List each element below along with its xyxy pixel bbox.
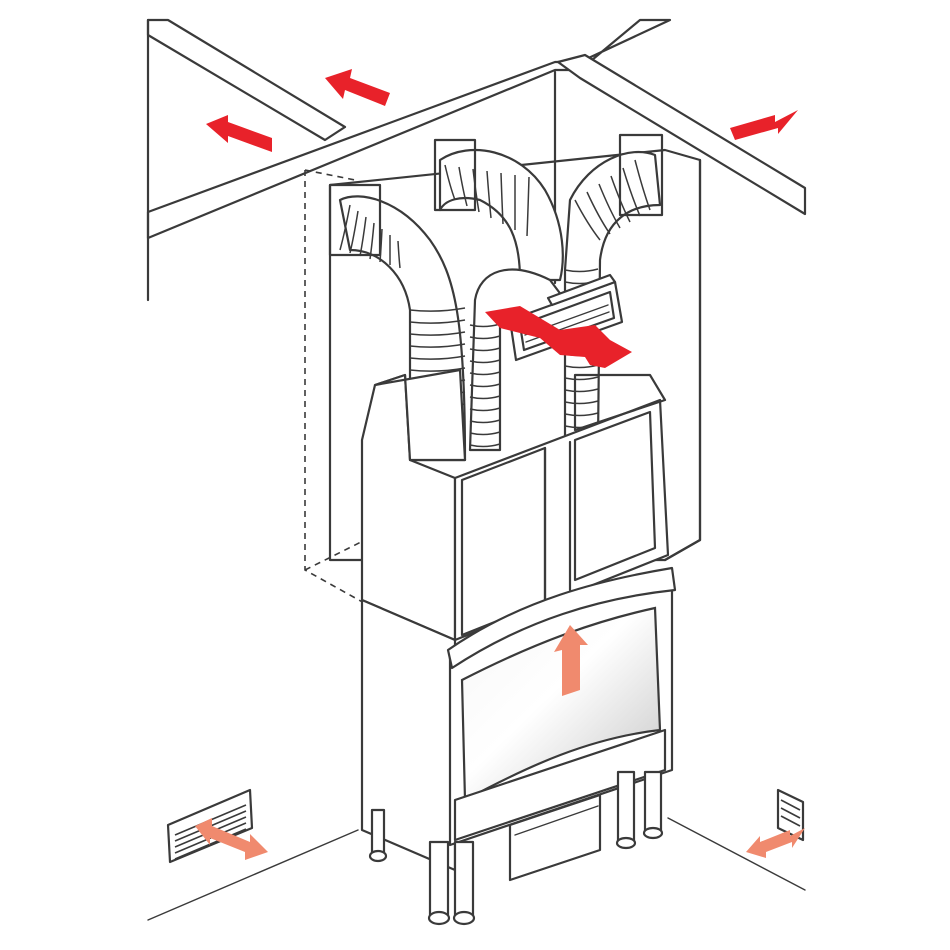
ceiling-arrow-mid: [325, 69, 390, 106]
duct-plate-left: [328, 183, 382, 257]
inlet-arrow-left: [195, 818, 268, 860]
duct-rib: [469, 419, 501, 424]
duct-rib: [564, 388, 599, 393]
grille-bar: [174, 828, 247, 860]
duct-rib: [564, 376, 599, 381]
inlet-arrow-right: [746, 828, 805, 858]
hood-door-right: [573, 410, 657, 582]
duct-rib: [500, 172, 504, 225]
fireplace-body: [360, 566, 677, 882]
duct-rib: [469, 335, 501, 340]
air-flow-arrows: [195, 69, 805, 860]
ceiling-beam-right: [556, 53, 807, 216]
duct-rib: [564, 268, 599, 273]
fireplace-legs: [368, 770, 664, 926]
fireplace-firebox-glass: [460, 606, 662, 802]
duct-rib: [526, 176, 530, 237]
duct-rib: [349, 210, 359, 254]
duct-plate-right: [618, 133, 664, 217]
leg-front-right: [616, 770, 636, 844]
firebox-base: [453, 728, 667, 842]
outlet-arrow: [485, 306, 632, 368]
ceiling-beam-left-back: [146, 18, 347, 142]
duct-rib: [397, 240, 401, 269]
duct-rib: [409, 331, 466, 336]
duct-rib: [458, 166, 468, 207]
duct-rib: [469, 359, 501, 364]
duct-rib: [622, 167, 641, 217]
duct-rib: [469, 443, 501, 448]
duct-rib: [469, 371, 501, 376]
duct-rib: [469, 395, 501, 400]
ash-drawer: [508, 793, 602, 882]
duct-plate-middle: [433, 138, 477, 212]
ceiling-arrow-left: [206, 115, 272, 152]
duct-rib: [634, 159, 651, 211]
firebox-lintel: [446, 566, 677, 670]
firebox-updraft-arrow: [554, 625, 588, 696]
duct-rib: [379, 228, 383, 263]
ceiling-beams: [146, 18, 807, 240]
duct-rib: [469, 347, 501, 352]
ceiling-arrow-right: [730, 110, 798, 140]
duct-rib: [472, 168, 480, 213]
duct-rib: [486, 170, 492, 219]
duct-rib: [586, 191, 611, 235]
duct-rib: [598, 183, 621, 229]
duct-rib: [409, 343, 466, 348]
duct-rib: [574, 199, 601, 241]
duct-rib: [469, 431, 501, 436]
duct-back-middle: [438, 148, 564, 282]
duct-rib: [409, 307, 466, 312]
duct-rib: [359, 216, 367, 257]
duct-rib: [409, 319, 466, 324]
leg-right: [643, 770, 663, 834]
duct-rib: [469, 407, 501, 412]
leg-front-left: [428, 840, 450, 919]
fireplace-hood: [360, 368, 670, 642]
duct-rib: [444, 164, 456, 201]
leg-front-mid: [453, 840, 475, 919]
hood-top: [373, 368, 467, 462]
floor-inlet-grille-right: [776, 788, 805, 842]
duct-rib: [610, 175, 631, 223]
duct-rib: [369, 222, 375, 260]
duct-rib: [564, 412, 599, 417]
leg-back-left: [370, 808, 386, 857]
duct-rib: [469, 383, 501, 388]
duct-rib: [409, 355, 466, 360]
duct-rib: [564, 400, 599, 405]
duct-rib: [409, 367, 466, 372]
duct-rib: [339, 204, 351, 251]
